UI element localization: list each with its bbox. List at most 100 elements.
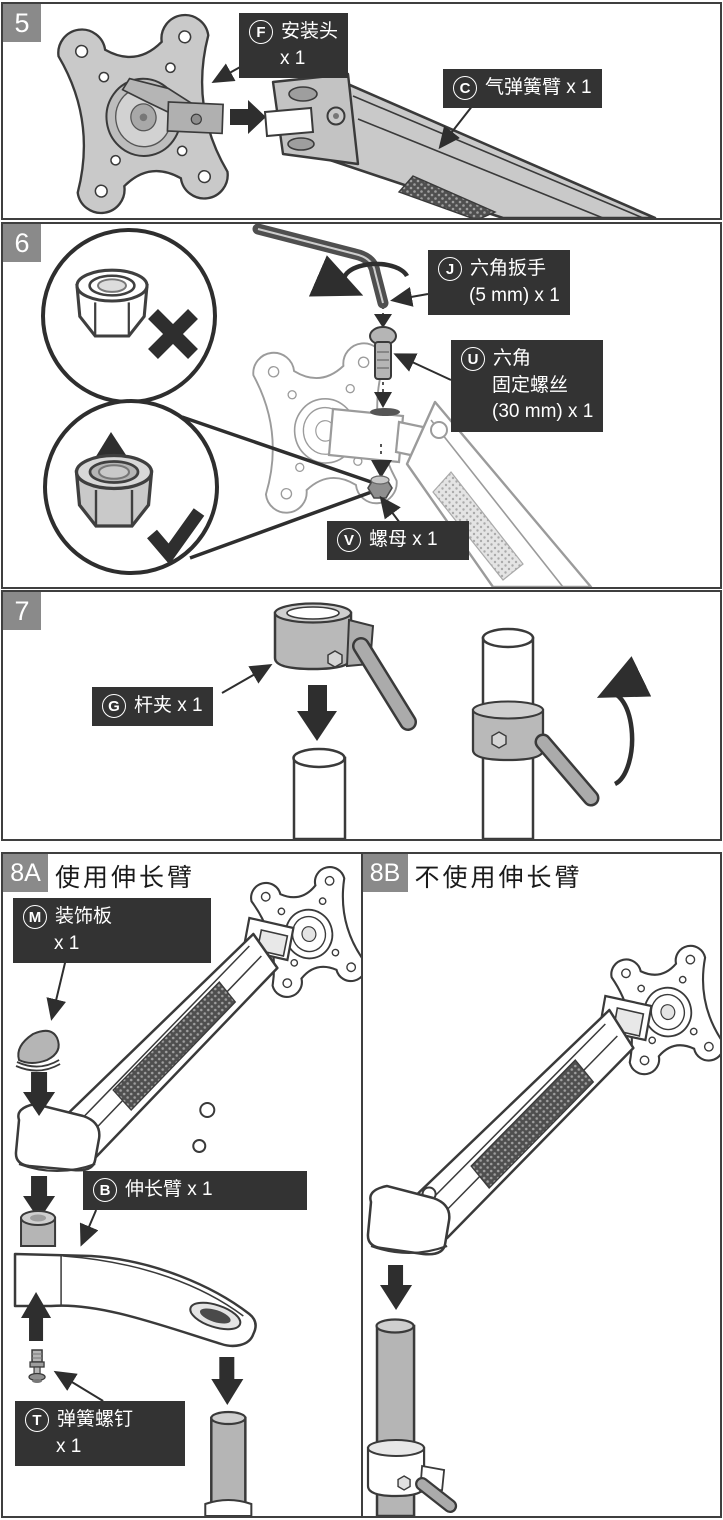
vesa-plate — [57, 13, 229, 215]
arm-hinge — [327, 407, 425, 464]
leader-line-nut — [379, 495, 401, 524]
callout-gas-arm: C 气弹簧臂 x 1 — [443, 69, 602, 108]
step-number-6: 6 — [3, 224, 41, 262]
part-name: 六角 — [493, 348, 532, 369]
rotation-arrow-icon — [308, 255, 410, 297]
part-name: 安装头 — [281, 21, 339, 42]
down-arrow-icon — [23, 1072, 56, 1116]
vesa-plate — [609, 944, 720, 1076]
clamp-hint — [204, 1499, 253, 1516]
step8b-illustration — [366, 944, 720, 1516]
check-icon — [147, 508, 205, 565]
part-name: 弹簧螺钉 — [57, 1409, 134, 1430]
lever-handle — [534, 733, 600, 807]
step-number-8b: 8B — [362, 854, 408, 892]
pole — [204, 1410, 253, 1516]
hex-screw — [369, 326, 397, 380]
part-qty: x 1 — [54, 932, 80, 954]
panel-step-6: 6 J 六角扳手 (5 mm) x 1 U 六角 固定螺丝 — [1, 222, 722, 589]
nut-illustration — [75, 268, 149, 338]
down-arrow-icon — [379, 1265, 412, 1310]
leader-line-mount-head — [211, 63, 243, 83]
up-arrow-icon — [21, 1292, 52, 1341]
part-size: (5 mm) x 1 — [469, 284, 560, 306]
callout-cover-plate: M 装饰板 x 1 — [13, 898, 211, 964]
part-letter-J: J — [438, 257, 462, 282]
zoom-circle-wrong — [41, 228, 217, 404]
down-arrow-icon — [211, 1357, 244, 1405]
insert-arrow-icon — [374, 392, 392, 408]
callout-pole-clamp: G 杆夹 x 1 — [92, 687, 213, 726]
step8a-title: 使用伸长臂 — [55, 864, 196, 892]
arm-base — [14, 1102, 101, 1172]
leader-line-ext-arm — [79, 1209, 99, 1247]
step7-illustration — [221, 602, 652, 839]
panel-step-8a: 8A 使用伸长臂 M 装饰板 x 1 B 伸长臂 x 1 T — [3, 854, 361, 1516]
callout-mount-head: F 安装头 x 1 — [239, 13, 349, 79]
part-letter-F: F — [249, 20, 273, 45]
lever-handle — [414, 1477, 457, 1513]
callout-extension-arm: B 伸长臂 x 1 — [83, 1171, 307, 1210]
insert-arrow-icon — [374, 314, 392, 328]
arm-vent — [469, 1059, 594, 1189]
part-letter-V: V — [337, 528, 361, 553]
zoom-wedge-line — [181, 415, 378, 486]
wrench-highlight — [257, 228, 384, 304]
panel-step-8b: 8B 不使用伸长臂 — [360, 854, 720, 1516]
step-number-5: 5 — [3, 4, 41, 42]
step6-illustration — [41, 224, 593, 587]
panel-step-7: 7 G 杆夹 x 1 — [1, 590, 722, 841]
part-name: 伸长臂 x 1 — [125, 1179, 213, 1200]
part-name: 螺母 x 1 — [369, 529, 438, 550]
mount-head — [105, 77, 224, 157]
panel-step-8: 8A 使用伸长臂 M 装饰板 x 1 B 伸长臂 x 1 T — [1, 852, 722, 1518]
callout-spring-screw: T 弹簧螺钉 x 1 — [15, 1401, 185, 1467]
part-letter-M: M — [23, 905, 47, 930]
down-arrow-icon — [23, 1176, 56, 1220]
pole-clamp — [273, 602, 417, 731]
plug-cylinder — [20, 1210, 57, 1247]
zoom-wedge-line — [189, 488, 378, 560]
spring-screw — [28, 1349, 46, 1383]
panel-step-5: 5 F 安装头 x 1 C 气弹簧臂 x 1 — [1, 2, 722, 220]
part-name: 杆夹 x 1 — [134, 695, 203, 716]
pole-short — [292, 747, 347, 839]
gas-spring-arm — [263, 72, 657, 218]
step5-illustration — [57, 13, 657, 218]
leader-line-hex-wrench — [390, 287, 429, 307]
part-letter-G: G — [102, 694, 126, 719]
part-name: 六角扳手 — [470, 258, 547, 279]
vesa-plate — [250, 866, 361, 998]
callout-hex-wrench: J 六角扳手 (5 mm) x 1 — [428, 250, 570, 316]
down-arrow-icon — [297, 685, 337, 741]
pole-clamp-installed — [366, 1439, 457, 1513]
arm-base — [366, 1184, 451, 1256]
step8b-title: 不使用伸长臂 — [414, 864, 583, 892]
rotation-arrow-icon — [596, 656, 652, 787]
step8a-illustration — [13, 866, 361, 1516]
step-number-7: 7 — [3, 592, 41, 630]
cross-icon — [148, 309, 198, 359]
arm-vent — [112, 981, 237, 1111]
step-number-8a: 8A — [3, 854, 48, 892]
leader-line-hex-screw — [393, 353, 452, 381]
part-name: 装饰板 — [55, 906, 113, 927]
nut-illustration — [74, 453, 154, 528]
callout-nut: V 螺母 x 1 — [327, 521, 469, 560]
part-qty: x 1 — [56, 1435, 82, 1457]
callout-hex-screw: U 六角 固定螺丝 (30 mm) x 1 — [451, 340, 604, 432]
part-letter-C: C — [453, 76, 477, 101]
plate-screw-holes — [74, 30, 212, 198]
leader-line-spring-screw — [53, 1370, 104, 1402]
part-letter-U: U — [461, 347, 485, 372]
extension-arm — [13, 1252, 257, 1348]
right-arrow-icon — [230, 100, 266, 134]
leader-line-gas-arm — [438, 104, 474, 150]
part-name: 气弹簧臂 x 1 — [485, 77, 592, 98]
part-size: (30 mm) x 1 — [492, 401, 594, 423]
insert-arrow-icon — [371, 460, 392, 478]
part-letter-T: T — [25, 1408, 49, 1433]
gas-spring-arm — [405, 400, 593, 587]
zoom-circle-correct — [43, 399, 219, 575]
